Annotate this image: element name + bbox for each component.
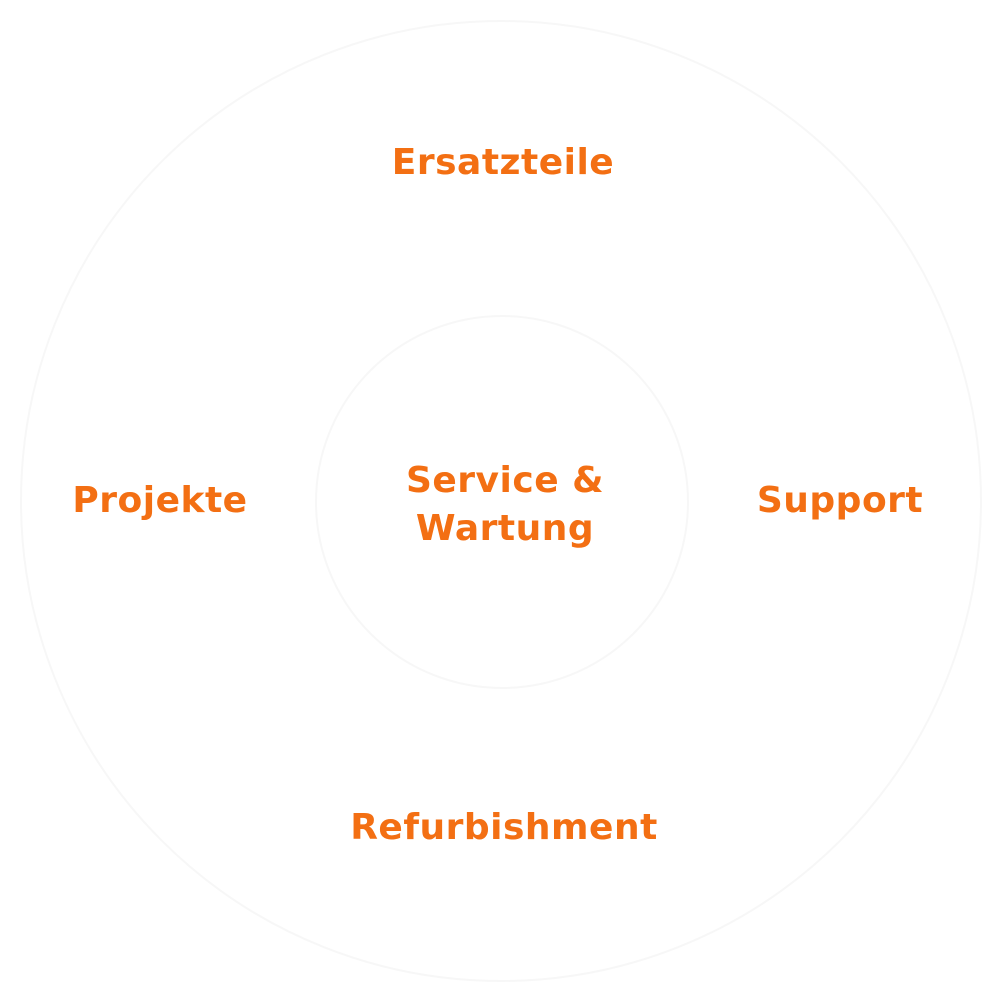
center-label: Service & Wartung (350, 457, 660, 553)
node-left-label: Projekte (72, 480, 248, 521)
center-label-line1: Service & (405, 460, 605, 501)
node-top-label: Ersatzteile (391, 142, 615, 183)
center-label-line2: Wartung (415, 508, 595, 549)
node-right-label: Support (756, 480, 924, 521)
inner-ring (315, 315, 689, 689)
node-bottom-label: Refurbishment (350, 807, 658, 848)
outer-ring (20, 20, 982, 982)
